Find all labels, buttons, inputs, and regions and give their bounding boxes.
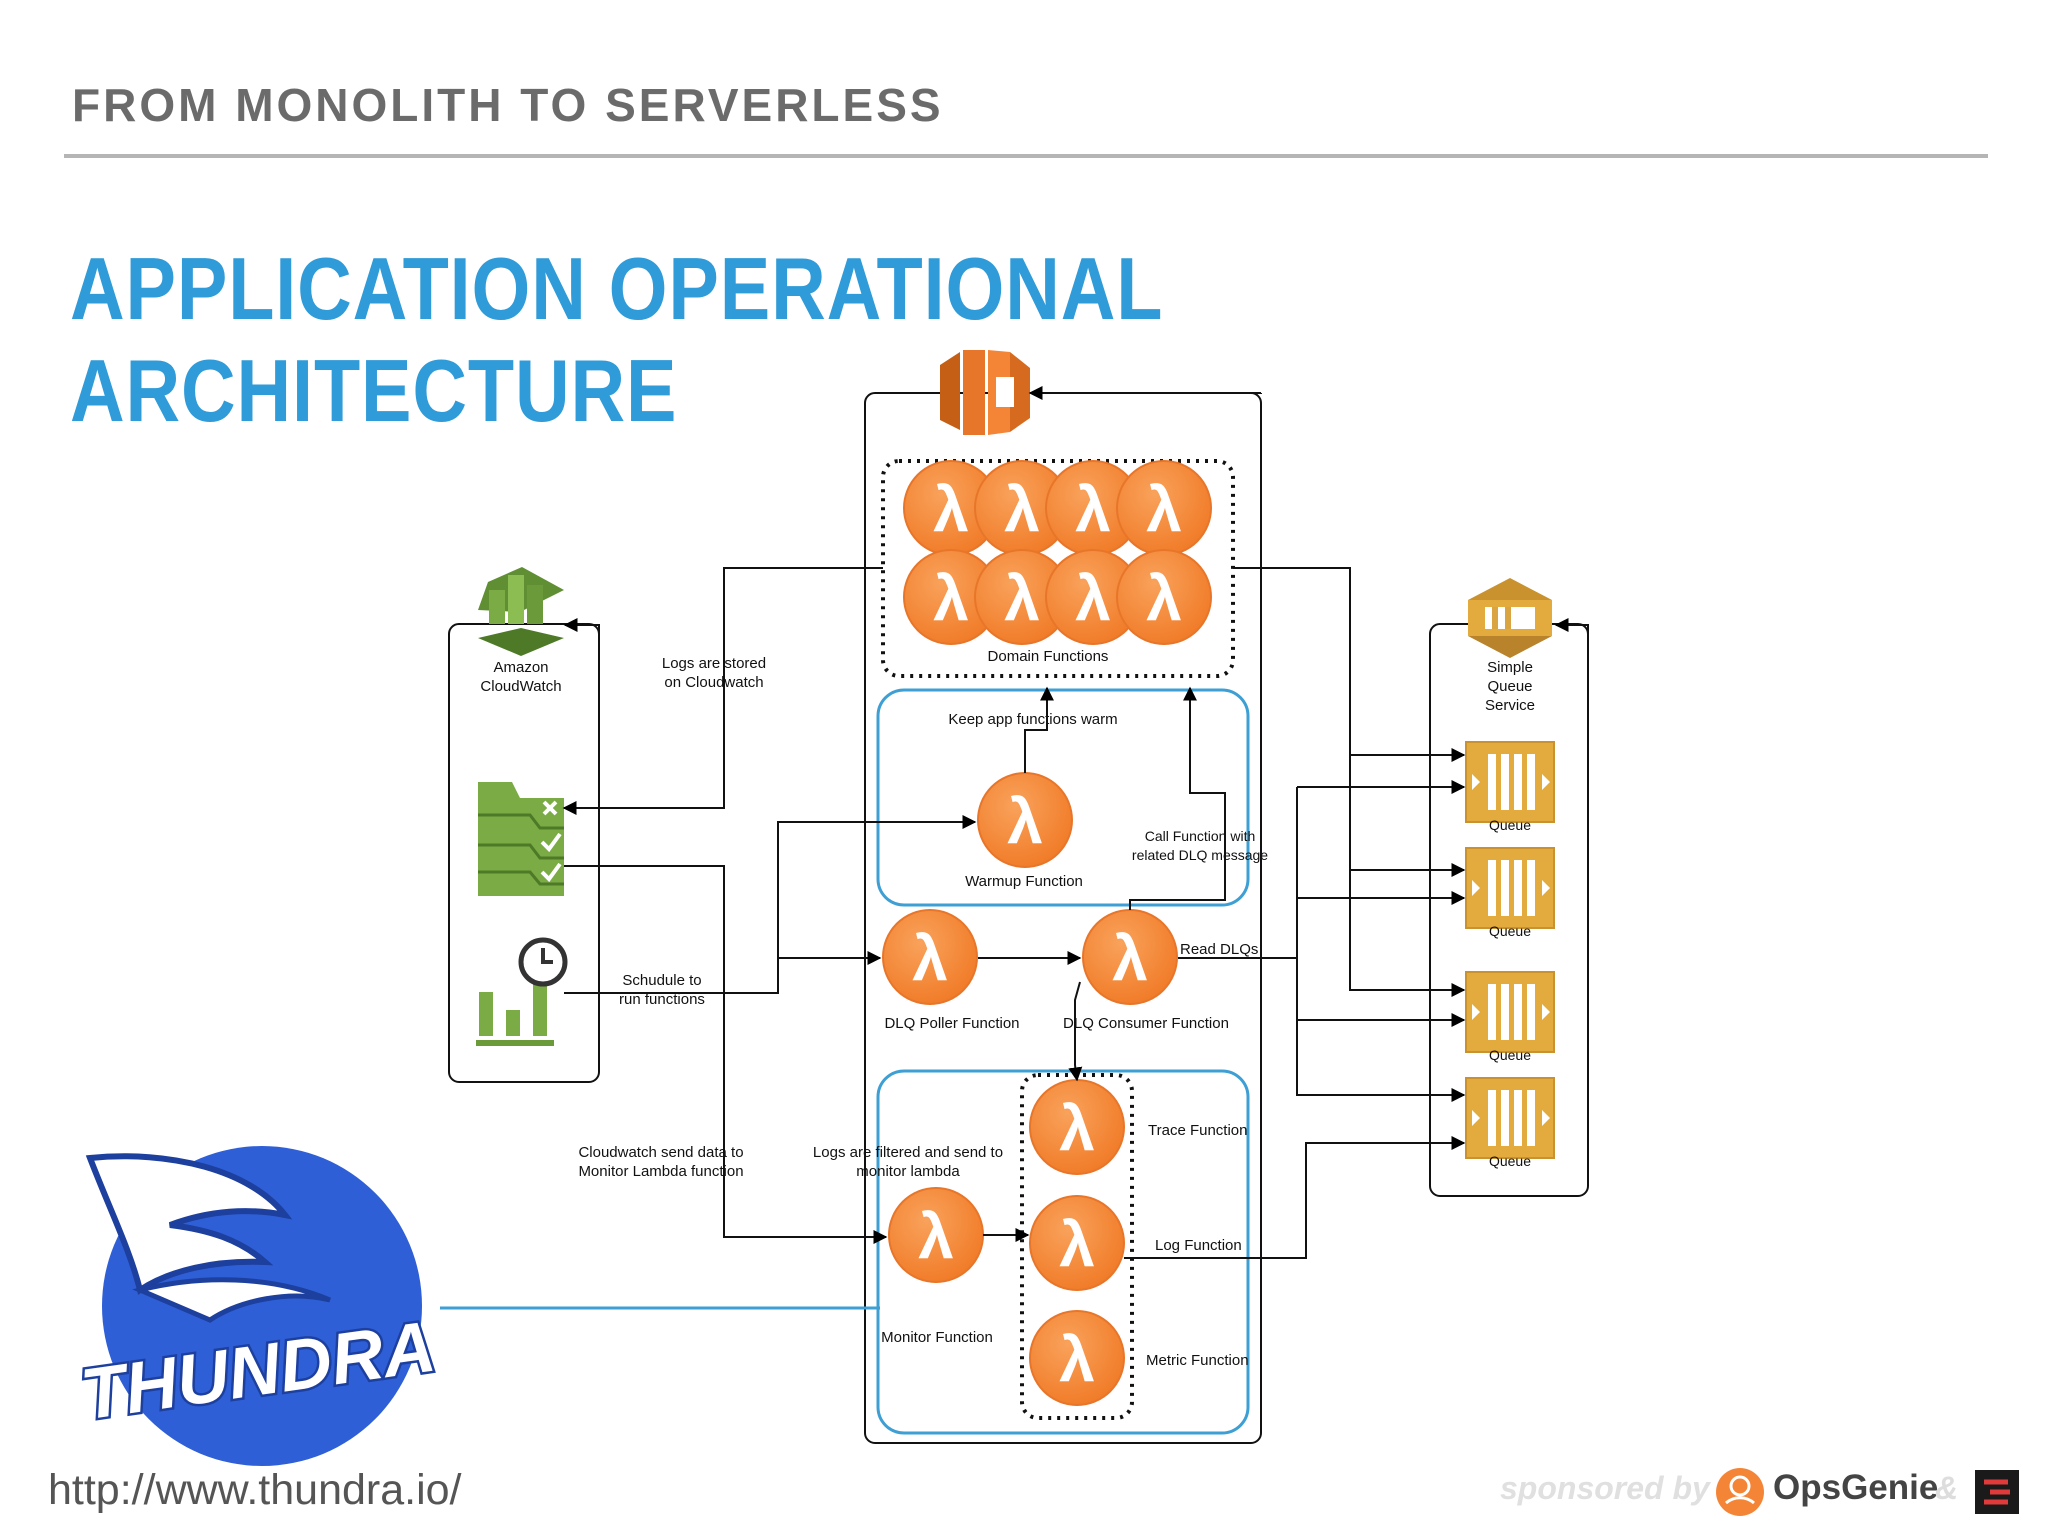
monitor-function-label: Monitor Function	[881, 1329, 993, 1346]
queue-label: Queue	[1489, 923, 1531, 939]
call-function-label-line2: related DLQ message	[1132, 847, 1268, 863]
queue-icon	[1465, 741, 1555, 823]
logs-filtered-label-line2: monitor lambda	[856, 1163, 960, 1180]
queue-icon	[1465, 847, 1555, 929]
slide-header: FROM MONOLITH TO SERVERLESS	[72, 79, 944, 131]
logs-stored-label-line2: on Cloudwatch	[664, 674, 763, 691]
dlq-poller-lambda-icon	[882, 909, 978, 1005]
dlq-consumer-lambda-icon	[1082, 909, 1178, 1005]
log-lambda-icon	[1029, 1195, 1125, 1291]
opsgenie-label: OpsGenie	[1773, 1468, 1939, 1507]
trace-lambda-icon	[1029, 1079, 1125, 1175]
metric-lambda-icon	[1029, 1310, 1125, 1406]
cloudwatch-label-line1: Amazon	[493, 659, 548, 676]
cloudwatch-logs-icon	[478, 782, 564, 896]
sqs-icon	[1468, 578, 1552, 658]
cloudwatch-send-label-line2: Monitor Lambda function	[578, 1163, 743, 1180]
slide-title: APPLICATION OPERATIONAL ARCHITECTURE	[70, 239, 1162, 440]
domain-lambda-icon	[1116, 549, 1212, 645]
domain-lambda-icon	[1116, 460, 1212, 556]
warmup-group	[876, 688, 1250, 907]
thundra-url-link[interactable]: http://www.thundra.io/	[48, 1466, 462, 1514]
read-dlqs-label: Read DLQs	[1180, 941, 1258, 958]
logs-stored-label-line1: Logs are stored	[662, 655, 766, 672]
monitor-group	[876, 1069, 1250, 1435]
queue-label: Queue	[1489, 817, 1531, 833]
warmup-lambda-icon	[977, 772, 1073, 868]
queue-label: Queue	[1489, 1047, 1531, 1063]
header-divider	[64, 154, 1988, 158]
cloudwatch-events-icon	[476, 937, 568, 1046]
metric-function-label: Metric Function	[1146, 1352, 1249, 1369]
schedule-label-line2: run functions	[619, 991, 705, 1008]
queue-icon	[1465, 971, 1555, 1053]
sponsored-by-label: sponsored by	[1500, 1470, 1710, 1506]
monitor-lambda-icon	[888, 1187, 984, 1283]
call-function-label-line1: Call Function with	[1145, 828, 1256, 844]
queue-icon	[1465, 1077, 1555, 1159]
trace-function-label: Trace Function	[1148, 1122, 1248, 1139]
keep-warm-label: Keep app functions warm	[948, 711, 1117, 728]
cloudwatch-icon	[478, 567, 564, 656]
queue-label: Queue	[1489, 1153, 1531, 1169]
dlq-consumer-label: DLQ Consumer Function	[1063, 1015, 1229, 1032]
dlq-poller-label: DLQ Poller Function	[884, 1015, 1019, 1032]
logs-filtered-label-line1: Logs are filtered and send to	[813, 1144, 1003, 1161]
sqs-label-line3: Service	[1485, 697, 1535, 714]
warmup-function-label: Warmup Function	[965, 873, 1083, 890]
log-function-label: Log Function	[1155, 1237, 1242, 1254]
thundra-logo: THUNDRA	[74, 1146, 442, 1466]
partner-logo-icon	[1975, 1470, 2019, 1514]
sqs-label-line1: Simple	[1487, 659, 1533, 676]
aws-lambda-icon	[940, 350, 1030, 435]
connector-lines	[562, 386, 1589, 1259]
ampersand-label: &	[1935, 1470, 1959, 1506]
cloudwatch-label-line2: CloudWatch	[480, 678, 561, 695]
schedule-label-line1: Schudule to	[622, 972, 701, 989]
opsgenie-icon	[1716, 1468, 1764, 1516]
sqs-label-line2: Queue	[1487, 678, 1532, 695]
cloudwatch-send-label-line1: Cloudwatch send data to	[578, 1144, 743, 1161]
domain-functions-label: Domain Functions	[988, 648, 1109, 665]
